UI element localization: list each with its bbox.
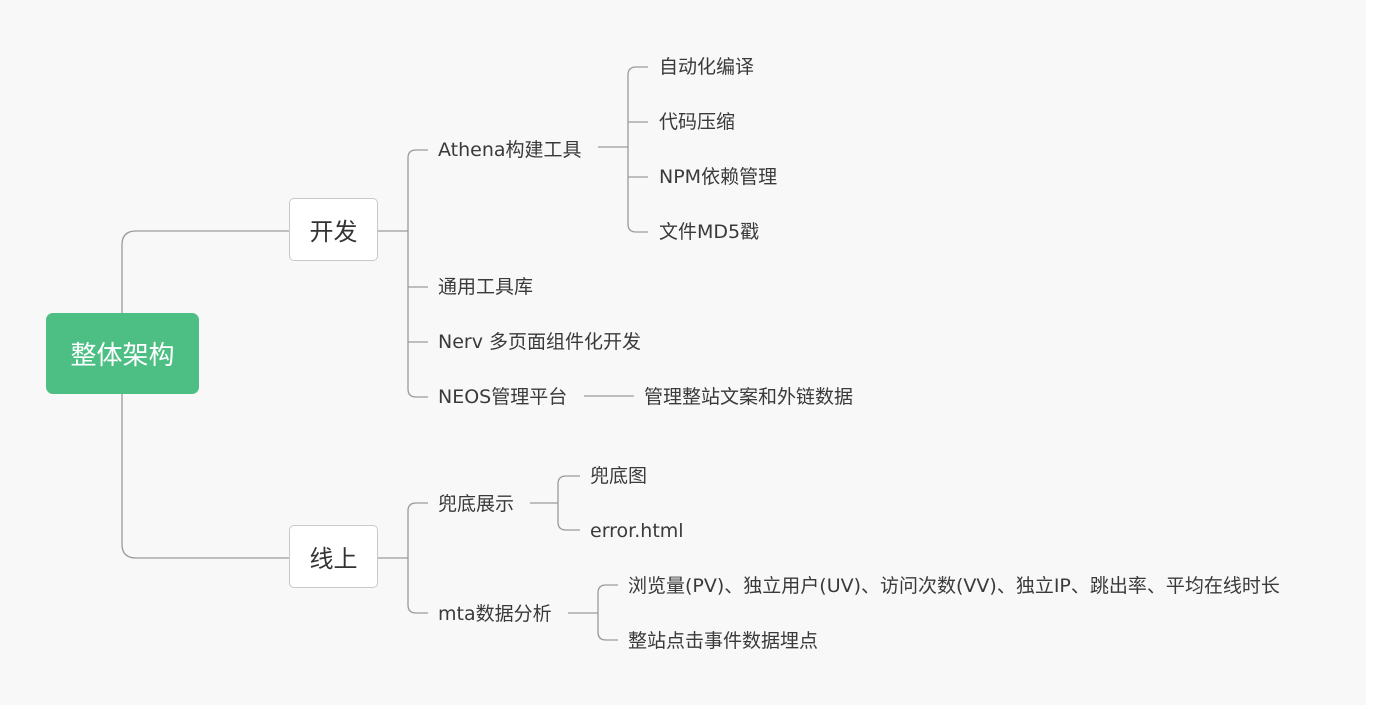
leaf-auto-compile[interactable]: 自动化编译 [659, 56, 755, 78]
branch-node-online[interactable]: 线上 [289, 525, 378, 588]
root-connector [121, 230, 289, 559]
topic-common-lib[interactable]: 通用工具库 [438, 276, 534, 298]
mta-connector [568, 584, 618, 641]
topic-fallback[interactable]: 兜底展示 [438, 493, 515, 515]
leaf-md5-stamp[interactable]: 文件MD5戳 [659, 221, 760, 243]
topic-nerv[interactable]: Nerv 多页面组件化开发 [438, 331, 641, 353]
topic-mta[interactable]: mta数据分析 [438, 603, 552, 625]
athena-connector [598, 66, 648, 233]
leaf-site-copy[interactable]: 管理整站文案和外链数据 [644, 386, 854, 408]
leaf-traffic-metrics[interactable]: 浏览量(PV)、独立用户(UV)、访问次数(VV)、独立IP、跳出率、平均在线时… [628, 575, 1280, 597]
topic-athena[interactable]: Athena构建工具 [438, 139, 582, 161]
branch-node-dev-label: 开发 [309, 218, 358, 246]
root-node[interactable]: 整体架构 [46, 313, 199, 394]
leaf-click-tracking[interactable]: 整站点击事件数据埋点 [628, 630, 819, 652]
online-connector [378, 502, 428, 614]
fallback-connector [530, 475, 580, 531]
leaf-error-html[interactable]: error.html [590, 520, 684, 542]
leaf-fallback-image[interactable]: 兜底图 [590, 465, 648, 487]
branch-node-dev[interactable]: 开发 [289, 198, 378, 261]
branch-node-online-label: 线上 [309, 545, 358, 573]
dev-connector [378, 149, 428, 398]
leaf-npm-deps[interactable]: NPM依赖管理 [659, 166, 778, 188]
leaf-code-compress[interactable]: 代码压缩 [659, 111, 736, 133]
root-node-label: 整体架构 [70, 341, 175, 371]
topic-neos[interactable]: NEOS管理平台 [438, 386, 568, 408]
